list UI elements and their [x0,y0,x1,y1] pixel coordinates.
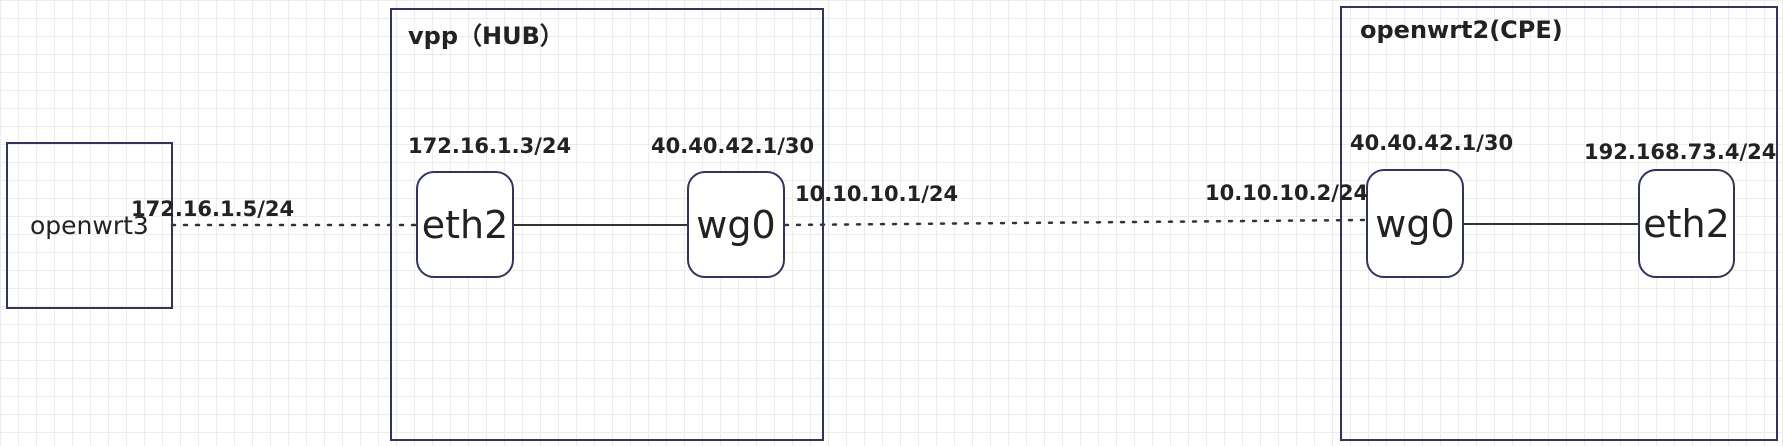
openwrt3-box [6,142,173,309]
hub-wg0-ip-label: 40.40.42.1/30 [651,134,815,158]
openwrt3-label: openwrt3 [30,211,149,240]
hub-eth2-ip-label: 172.16.1.3/24 [408,134,572,158]
hub-wg0-node: wg0 [687,171,785,278]
cpe-eth2-node: eth2 [1638,169,1735,278]
cpe-wg0-ip-label: 40.40.42.1/30 [1350,131,1514,155]
cpe-container [1340,6,1778,441]
cpe-title: openwrt2(CPE) [1360,16,1563,44]
cpe-eth2-ip-label: 192.168.73.4/24 [1584,140,1777,164]
cpe-tunnel-ip-label: 10.10.10.2/24 [1205,181,1369,205]
hub-container [390,8,824,441]
hub-tunnel-ip-label: 10.10.10.1/24 [795,182,959,206]
cpe-wg0-node: wg0 [1366,169,1464,278]
hub-title: vpp（HUB） [408,22,564,50]
hub-eth2-node: eth2 [416,171,514,278]
dotted-wireguard-tunnel-link [783,218,1368,227]
openwrt3-ip-label: 172.16.1.5/24 [131,197,295,221]
